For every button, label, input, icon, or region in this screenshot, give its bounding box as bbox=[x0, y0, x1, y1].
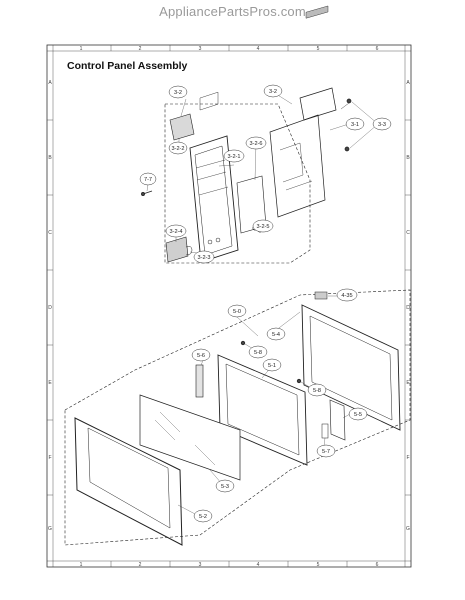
screw-3-3-b bbox=[344, 146, 350, 152]
callout-bubbles bbox=[139, 84, 392, 523]
stopper-5-7 bbox=[321, 423, 329, 439]
screw-3-3-a bbox=[346, 98, 352, 104]
panel-decoration-3-2-2 bbox=[169, 113, 195, 141]
grid-row-label-a-right: A bbox=[406, 80, 410, 86]
grid-col-label-5: 5 bbox=[317, 46, 320, 52]
grid-row-label-g-right: G bbox=[406, 526, 410, 532]
grid-col-label-2: 2 bbox=[139, 46, 142, 52]
grid-row-label-f-right: F bbox=[406, 455, 409, 461]
callout-3-3: 3-3 bbox=[378, 122, 386, 128]
callout-3-2-4: 3-2-4 bbox=[169, 229, 182, 235]
callout-3-2-5: 3-2-5 bbox=[256, 224, 269, 230]
spring-3-2-3 bbox=[185, 246, 193, 256]
callout-5-7: 5-7 bbox=[322, 449, 330, 455]
inner-door-5-1 bbox=[217, 354, 308, 466]
latch-5-6 bbox=[195, 364, 204, 398]
grid-row-label-a: A bbox=[48, 80, 52, 86]
grid-col-label-4: 4 bbox=[257, 46, 260, 52]
callout-3-2-3: 3-2-3 bbox=[197, 255, 210, 261]
door-button-3-2-4 bbox=[165, 236, 189, 263]
row-ticks bbox=[47, 119, 411, 496]
hook-5-5 bbox=[329, 399, 346, 441]
door-frame-5-4 bbox=[301, 304, 401, 431]
screw-5-8-b bbox=[296, 378, 302, 384]
callout-3-2-right: 3-2 bbox=[269, 89, 277, 95]
callout-3-2-2: 3-2-2 bbox=[171, 146, 184, 152]
callout-3-1: 3-1 bbox=[351, 122, 359, 128]
grid-row-label-c: C bbox=[48, 230, 52, 236]
callout-5-0: 5-0 bbox=[233, 309, 241, 315]
grid-col-label-5-bottom: 5 bbox=[317, 562, 320, 568]
callout-5-2: 5-2 bbox=[199, 514, 207, 520]
callout-5-8-b: 5-8 bbox=[313, 388, 321, 394]
grid-col-label-1-bottom: 1 bbox=[80, 562, 83, 568]
door-group-outline bbox=[64, 289, 411, 546]
panel-frame-3-2-1 bbox=[189, 135, 239, 263]
site-watermark: AppliancePartsPros.com bbox=[159, 4, 306, 19]
grid-row-label-e: E bbox=[48, 380, 52, 386]
grid-row-label-b-right: B bbox=[406, 155, 410, 161]
connector-board bbox=[299, 87, 337, 121]
grid-col-label-4-bottom: 4 bbox=[257, 562, 260, 568]
outer-door-5-2 bbox=[74, 417, 183, 546]
grid-col-label-3-bottom: 3 bbox=[199, 562, 202, 568]
control-panel-group bbox=[141, 5, 379, 264]
callout-7-7: 7-7 bbox=[144, 177, 152, 183]
pcb-3-1 bbox=[269, 114, 326, 218]
grid-row-label-c-right: C bbox=[406, 230, 410, 236]
column-ticks bbox=[110, 45, 348, 567]
callout-4-35: 4-35 bbox=[341, 293, 352, 299]
callout-5-6: 5-6 bbox=[197, 353, 205, 359]
callout-5-8-a: 5-8 bbox=[254, 350, 262, 356]
grid-row-label-e-right: E bbox=[406, 380, 410, 386]
callout-3-2-1: 3-2-1 bbox=[227, 154, 240, 160]
grid-col-label-1: 1 bbox=[80, 46, 83, 52]
callout-3-2-top: 3-2 bbox=[174, 90, 182, 96]
callout-5-3: 5-3 bbox=[221, 484, 229, 490]
callout-3-2-6: 3-2-6 bbox=[249, 141, 262, 147]
grid-row-label-d: D bbox=[48, 305, 52, 311]
callout-5-1: 5-1 bbox=[268, 363, 276, 369]
grid-col-label-2-bottom: 2 bbox=[139, 562, 142, 568]
grid-col-label-6: 6 bbox=[376, 46, 379, 52]
grid-row-label-f: F bbox=[48, 455, 51, 461]
grid-row-label-g: G bbox=[48, 526, 52, 532]
grid-col-label-6-bottom: 6 bbox=[376, 562, 379, 568]
grid-row-label-d-right: D bbox=[406, 305, 410, 311]
grid-col-label-3: 3 bbox=[199, 46, 202, 52]
callout-5-5: 5-5 bbox=[354, 412, 362, 418]
part-4-35 bbox=[314, 291, 328, 300]
grid-row-label-b: B bbox=[48, 155, 52, 161]
screw-5-8-a bbox=[240, 340, 246, 346]
door-assembly-group bbox=[64, 289, 411, 546]
callout-5-4: 5-4 bbox=[272, 332, 280, 338]
panel-group-outline bbox=[164, 103, 311, 264]
diagram-title: Control Panel Assembly bbox=[67, 60, 188, 72]
window-glass-5-3 bbox=[139, 394, 241, 481]
